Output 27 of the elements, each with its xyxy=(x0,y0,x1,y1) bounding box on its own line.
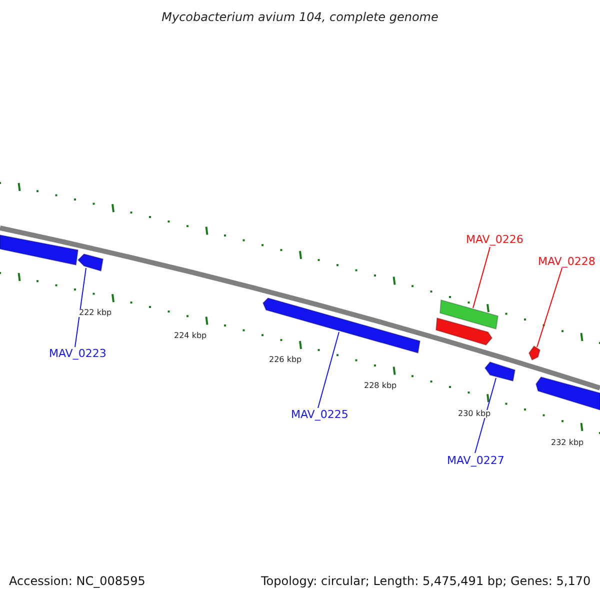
footer-text: Topology: circular; Length: 5,475,491 bp; Genes: 5,170 xyxy=(261,575,591,587)
gene-label: MAV_0225 xyxy=(291,409,348,420)
leader-line xyxy=(474,378,496,454)
gene-feature xyxy=(484,361,516,382)
gene-label: MAV_0228 xyxy=(538,256,596,267)
leader-line xyxy=(318,332,340,408)
gene-feature xyxy=(77,253,104,272)
gene-label: MAV_0227 xyxy=(447,455,504,466)
footer-text: Accession: NC_008595 xyxy=(9,575,146,587)
gene-feature xyxy=(439,299,499,330)
gene-feature xyxy=(262,297,421,354)
gene-label: MAV_0226 xyxy=(466,234,524,245)
gene-feature xyxy=(0,234,79,266)
title: Mycobacterium avium 104, complete genome xyxy=(160,11,440,23)
gene-label: MAV_0223 xyxy=(49,348,106,359)
tick-label: 232 kbp xyxy=(550,439,585,447)
tick-label: 230 kbp xyxy=(457,410,492,418)
leader-line xyxy=(74,268,86,348)
tick-label: 226 kbp xyxy=(268,356,303,364)
gene-feature xyxy=(528,345,541,361)
tick-label: 228 kbp xyxy=(363,382,398,390)
gene-feature xyxy=(435,317,493,346)
gene-feature xyxy=(535,376,600,411)
tick-label: 224 kbp xyxy=(173,332,208,340)
leader-line xyxy=(472,246,490,308)
tick-label: 222 kbp xyxy=(78,309,113,317)
leader-line xyxy=(536,268,562,348)
